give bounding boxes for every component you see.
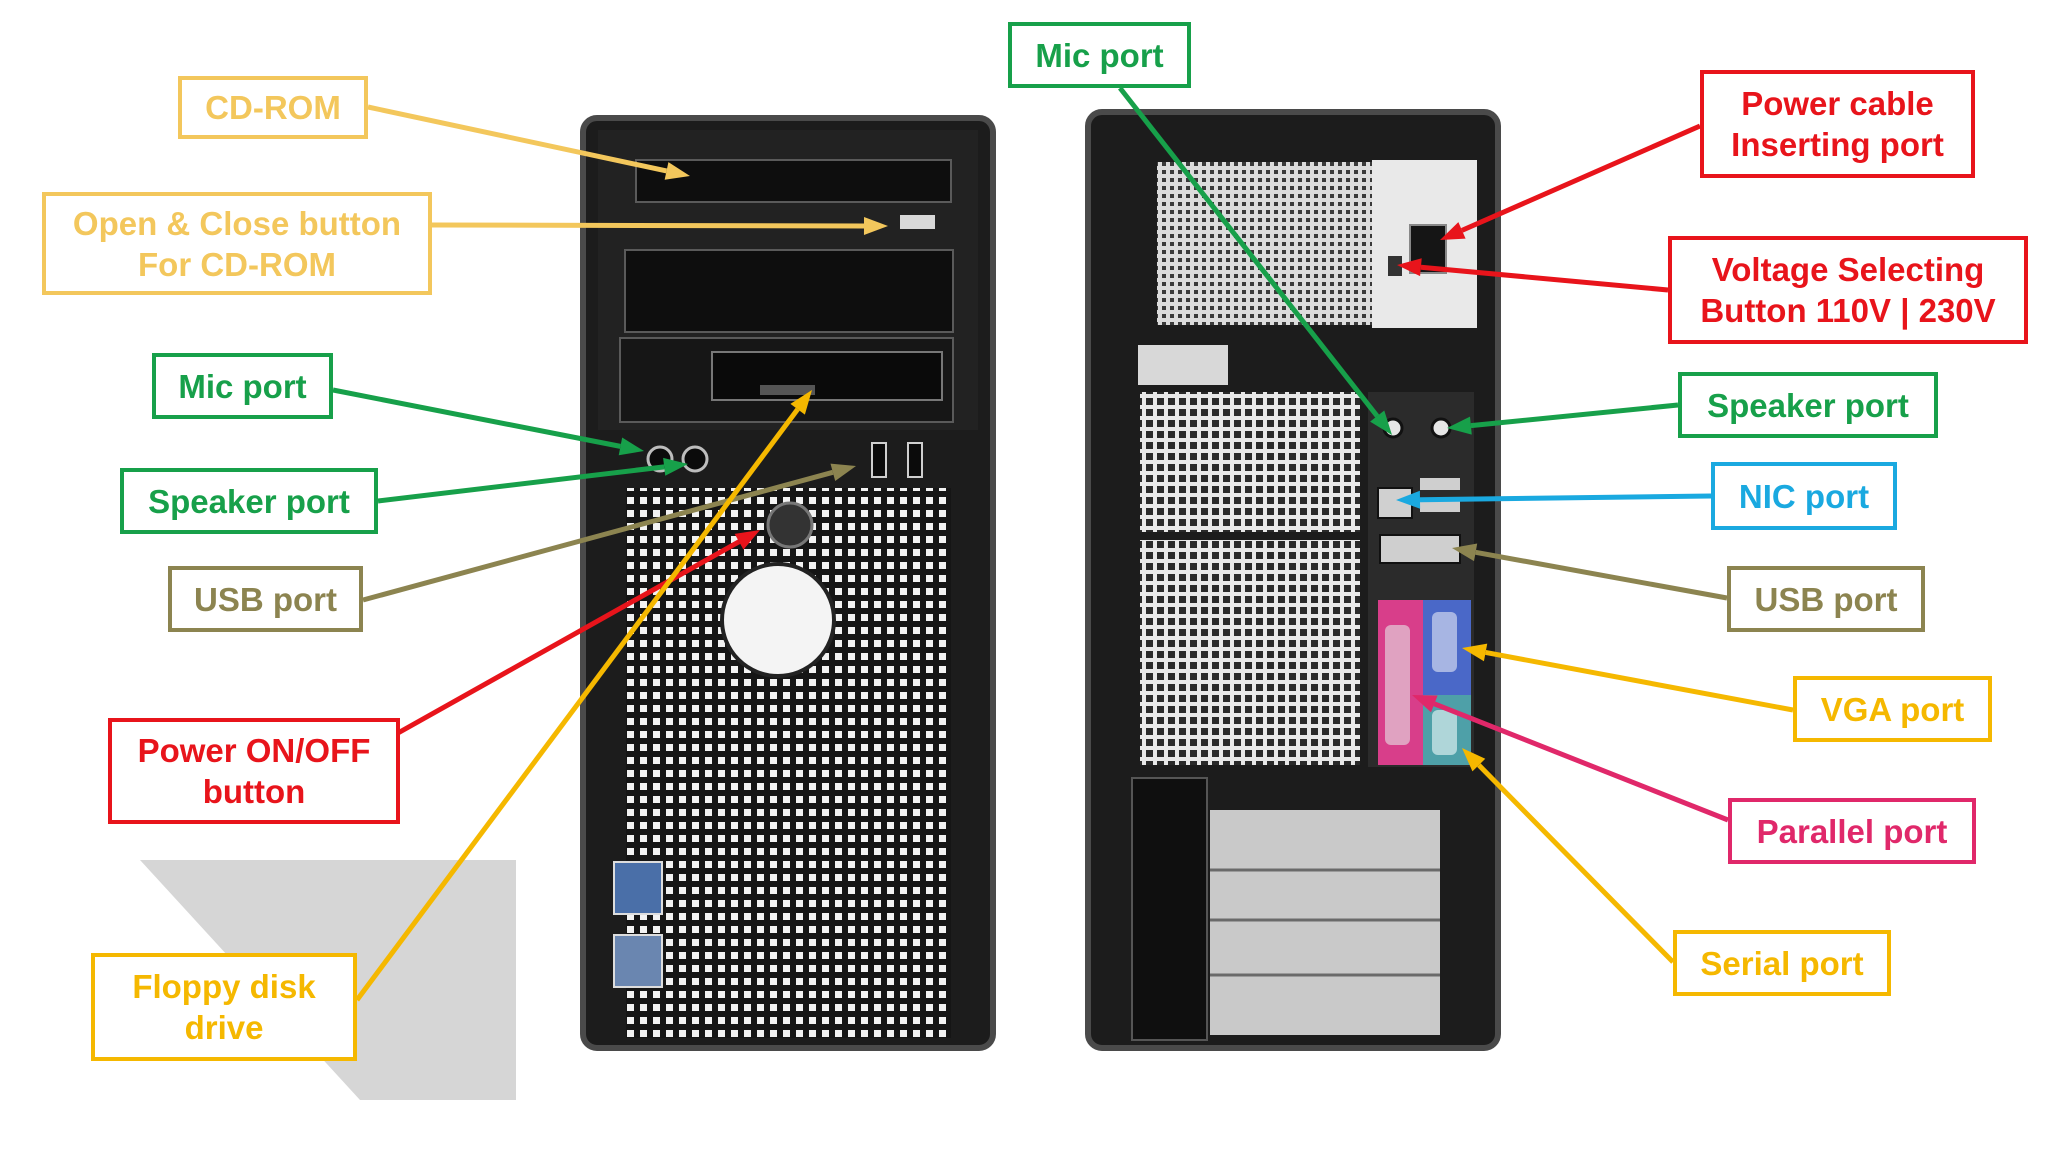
label-text: Inserting port <box>1731 126 1944 163</box>
back-mesh-lower <box>1140 540 1360 765</box>
leader-line-front-speaker <box>377 464 665 504</box>
label-text: Voltage Selecting <box>1711 251 1985 288</box>
arrowhead-front-cdrom <box>664 162 690 180</box>
back-tower <box>1085 109 1501 1051</box>
leader-lines <box>332 86 1794 1002</box>
leader-line-back-nic <box>1419 493 1712 503</box>
label-text: button <box>202 773 306 810</box>
leader-line-front-power <box>396 539 741 736</box>
label-text: Mic port <box>178 367 307 405</box>
leader-line-back-vga <box>1485 649 1794 713</box>
label-text: Button 110V | 230V <box>1700 292 1996 329</box>
expansion-slot-covers <box>1210 810 1440 1035</box>
label-text: Floppy disk <box>132 968 316 1005</box>
label-text: CD-ROM <box>205 89 341 126</box>
front-tower <box>580 115 996 1051</box>
arrowhead-back-mic <box>1370 410 1392 435</box>
label-text: Power ON/OFF <box>137 732 371 769</box>
arrowhead-back-parallel <box>1412 695 1438 713</box>
label-text: Open & Close button <box>72 204 402 242</box>
label-front-power: Power ON/OFF button <box>108 718 400 824</box>
front-usb-1 <box>871 442 887 478</box>
leader-line-back-serial <box>1477 763 1675 964</box>
label-back-serial: Serial port <box>1673 930 1891 996</box>
label-front-usb: USB port <box>168 566 363 632</box>
label-front-floppy: Floppy disk drive <box>91 953 357 1061</box>
label-back-vga: VGA port <box>1793 676 1992 742</box>
label-text: Serial port <box>1700 944 1864 982</box>
leader-line-back-voltage <box>1420 264 1669 293</box>
label-text: USB port <box>194 580 337 618</box>
leader-line-front-mic <box>332 387 621 449</box>
cdrom-bay <box>635 159 952 203</box>
drive-bay-2 <box>624 249 954 333</box>
power-button <box>766 501 814 549</box>
label-text: USB port <box>1754 580 1898 618</box>
arrowhead-front-open-close <box>863 216 888 235</box>
label-text: Power cable <box>1741 85 1934 122</box>
label-text: VGA port <box>1820 690 1965 728</box>
label-text: For CD-ROM <box>138 245 336 283</box>
label-text: NIC port <box>1738 477 1870 515</box>
arrowhead-back-nic <box>1396 490 1421 509</box>
voltage-switch <box>1388 256 1402 276</box>
leader-line-front-cdrom <box>367 104 668 174</box>
brand-logo-disc <box>720 562 836 678</box>
label-text: drive <box>184 1009 264 1046</box>
label-front-open-close: Open & Close button For CD-ROM <box>42 192 432 295</box>
back-mesh-upper <box>1140 392 1360 532</box>
arrowhead-back-power-cable <box>1440 222 1466 240</box>
front-speaker-jack <box>681 445 709 473</box>
leader-line-back-mic <box>1118 86 1380 418</box>
back-usb-ports <box>1379 534 1461 564</box>
arrowhead-front-mic <box>618 437 644 456</box>
arrowhead-back-serial <box>1462 748 1486 772</box>
arrowhead-back-vga <box>1462 643 1488 662</box>
label-text: Speaker port <box>1707 386 1909 424</box>
label-back-nic: NIC port <box>1711 462 1897 530</box>
label-text: Speaker port <box>148 482 350 520</box>
label-text: Parallel port <box>1756 812 1948 850</box>
label-back-speaker: Speaker port <box>1678 372 1938 438</box>
label-back-power-cable: Power cable Inserting port <box>1700 70 1975 178</box>
leader-line-front-usb <box>362 469 834 603</box>
label-back-usb: USB port <box>1727 566 1925 632</box>
label-front-cdrom: CD-ROM <box>178 76 368 139</box>
arrowhead-back-usb <box>1452 543 1478 562</box>
leader-line-front-floppy <box>354 407 800 1002</box>
psu-fan-mesh <box>1157 162 1372 325</box>
label-front-speaker: Speaker port <box>120 468 378 534</box>
label-back-voltage: Voltage Selecting Button 110V | 230V <box>1668 236 2028 344</box>
leader-line-back-parallel <box>1433 701 1729 823</box>
label-back-mic: Mic port <box>1008 22 1191 88</box>
arrowhead-front-speaker <box>663 457 688 476</box>
arrowhead-back-speaker <box>1447 416 1472 435</box>
expansion-bracket <box>1131 777 1208 1041</box>
arrowhead-back-voltage <box>1397 258 1422 277</box>
label-back-parallel: Parallel port <box>1728 798 1976 864</box>
label-front-mic: Mic port <box>152 353 333 419</box>
leader-line-back-usb <box>1475 549 1728 601</box>
arrowhead-front-usb <box>830 463 856 481</box>
arrowhead-front-floppy <box>790 390 812 415</box>
leader-line-back-speaker <box>1470 402 1679 429</box>
front-usb-2 <box>907 442 923 478</box>
leader-line-back-power-cable <box>1460 123 1702 233</box>
leader-line-front-open-close <box>431 222 865 229</box>
arrowhead-front-power <box>734 530 760 550</box>
label-text: Mic port <box>1035 36 1164 74</box>
